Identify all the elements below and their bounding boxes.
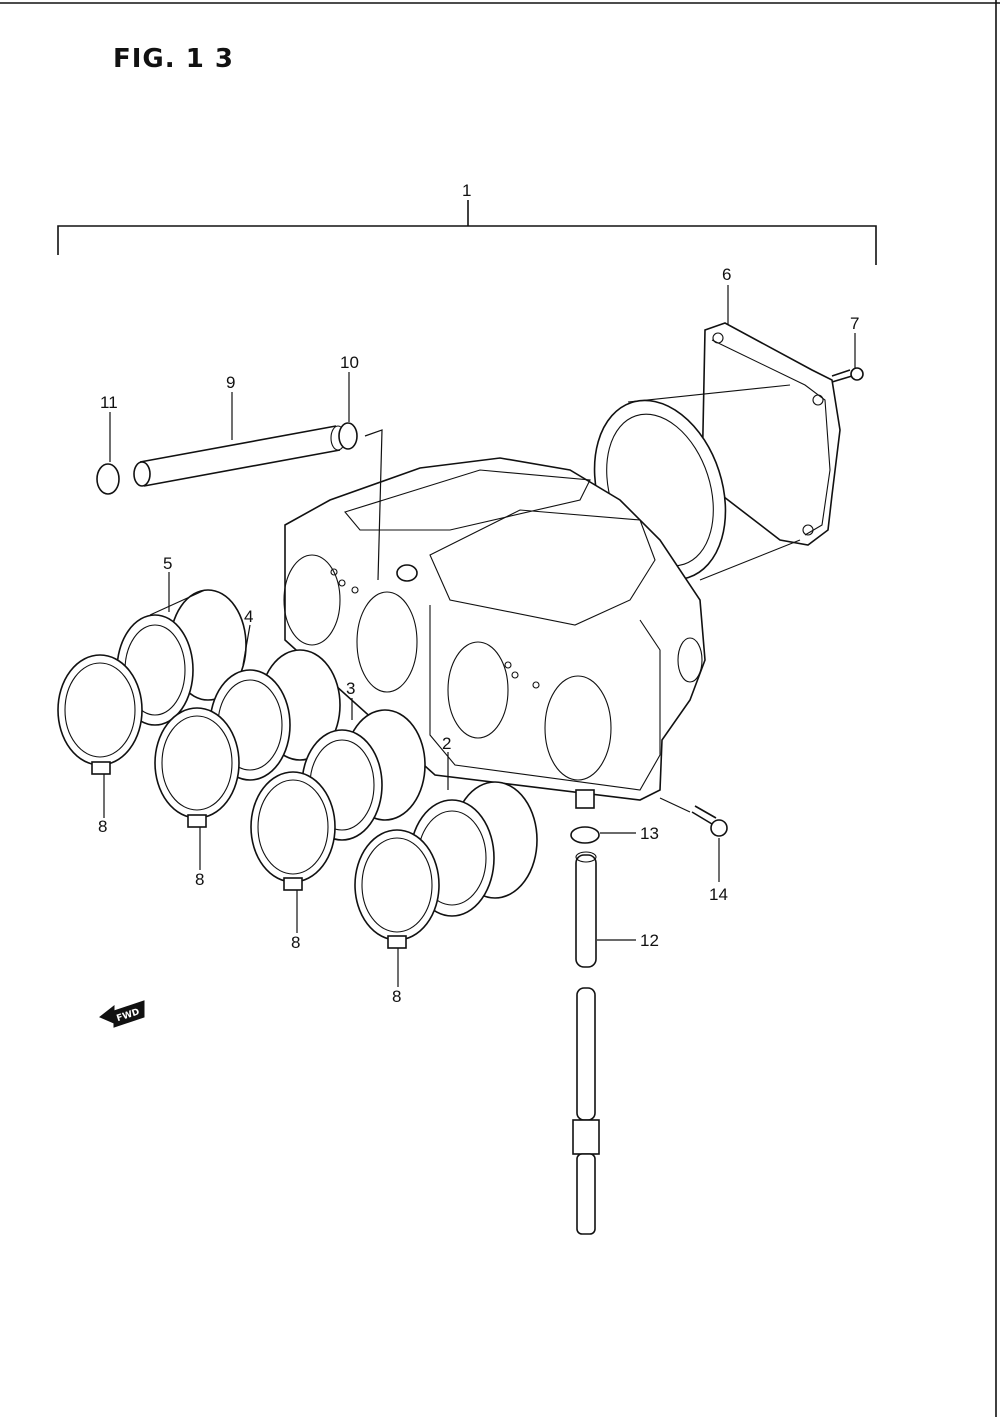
part-screw-14 bbox=[691, 805, 728, 837]
part-clamp-8a bbox=[57, 654, 143, 775]
figure-title: FIG. 1 3 bbox=[113, 44, 234, 74]
callout-10: 10 bbox=[340, 353, 359, 372]
assembly-bracket bbox=[57, 200, 877, 265]
callout-7: 7 bbox=[850, 314, 859, 333]
callout-4: 4 bbox=[244, 607, 253, 626]
callout-8c: 8 bbox=[291, 933, 300, 952]
part-screw-7 bbox=[831, 367, 864, 383]
callout-3: 3 bbox=[346, 679, 355, 698]
part-clamp-8d bbox=[354, 829, 440, 949]
callout-2: 2 bbox=[442, 734, 451, 753]
drain-plug bbox=[572, 987, 600, 1235]
callout-8b: 8 bbox=[195, 870, 204, 889]
callout-11: 11 bbox=[100, 393, 118, 412]
part-clip-10 bbox=[338, 422, 358, 450]
part-clip-11 bbox=[96, 463, 120, 495]
part-clamp-13 bbox=[570, 826, 600, 844]
callout-12: 12 bbox=[640, 931, 659, 950]
part-outlet-tube-3 bbox=[301, 709, 426, 841]
callout-14: 14 bbox=[709, 885, 728, 904]
leader-lines bbox=[103, 285, 856, 987]
part-clamp-8c bbox=[250, 771, 336, 891]
part-breather-hose bbox=[133, 425, 346, 487]
fwd-arrow-icon: FWD bbox=[99, 1000, 145, 1028]
hose-routing-line bbox=[364, 429, 383, 581]
callout-8a: 8 bbox=[98, 817, 107, 836]
callout-6: 6 bbox=[722, 265, 731, 284]
callout-13: 13 bbox=[640, 824, 659, 843]
callout-1: 1 bbox=[462, 181, 471, 200]
part-clamp-8b bbox=[154, 707, 240, 828]
part-drain-hose-12 bbox=[575, 851, 597, 968]
callout-5: 5 bbox=[163, 554, 172, 573]
callout-9: 9 bbox=[226, 373, 235, 392]
callout-8d: 8 bbox=[392, 987, 401, 1006]
